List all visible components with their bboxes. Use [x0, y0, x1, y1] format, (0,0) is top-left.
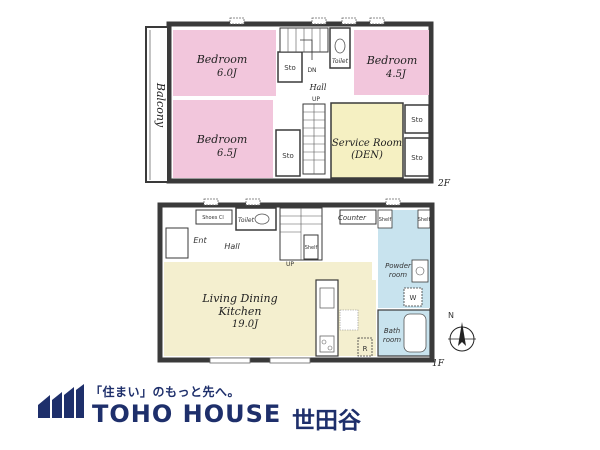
bedroom-size: 6.0J: [217, 68, 238, 79]
floor-label-2f: 2F: [437, 179, 451, 189]
svg-text:DN: DN: [307, 67, 316, 74]
svg-text:Bath: Bath: [384, 327, 400, 335]
logo-tagline: 「住まい」のもっと先へ。: [90, 385, 241, 399]
svg-text:N: N: [448, 311, 454, 320]
bedroom-6-5: [173, 100, 273, 178]
svg-text:19.0J: 19.0J: [232, 319, 259, 330]
svg-text:UP: UP: [312, 96, 320, 103]
toho-house-logo-icon: [38, 384, 84, 418]
svg-text:Bedroom: Bedroom: [366, 54, 418, 67]
bedroom-4-5: [354, 30, 429, 95]
floor-1f: Living Dining Kitchen 19.0J R Ent Hall S…: [157, 198, 445, 369]
toilet-1f: [235, 207, 277, 231]
svg-text:Living Dining: Living Dining: [201, 292, 277, 305]
svg-text:room: room: [389, 271, 407, 279]
svg-text:Shelf: Shelf: [379, 217, 392, 223]
logo-brand-jp: 世田谷: [292, 408, 361, 434]
service-room: [330, 102, 404, 179]
logo-brand: TOHO HOUSE: [92, 400, 282, 428]
bedroom-6-0: [173, 30, 276, 96]
bedroom-label: Bedroom: [196, 53, 248, 66]
svg-text:Service Room: Service Room: [332, 138, 402, 149]
svg-text:UP: UP: [286, 261, 294, 268]
hall-label: Hall: [309, 83, 327, 92]
balcony-label: Balcony: [154, 82, 167, 128]
washer: [403, 287, 423, 307]
counter-label: Counter: [338, 214, 367, 222]
toilet-2f: [329, 27, 351, 69]
svg-text:Sto: Sto: [411, 154, 422, 162]
living-dining-kitchen: [164, 262, 376, 356]
floor-2f: Balcony Bedroom 6.0J Sto DN UP: [145, 17, 451, 189]
svg-text:R: R: [363, 345, 368, 353]
kitchen-counter: [315, 279, 339, 357]
hall-1f-label: Hall: [224, 242, 240, 251]
svg-text:Sto: Sto: [411, 116, 422, 124]
svg-text:Shelf: Shelf: [418, 217, 431, 223]
storage-label: Sto: [284, 64, 295, 72]
svg-text:room: room: [383, 336, 401, 344]
shoes-closet-label: Shoes Cl: [202, 215, 224, 221]
svg-text:Kitchen: Kitchen: [218, 305, 262, 318]
svg-text:Sto: Sto: [282, 152, 293, 160]
balcony: [145, 26, 169, 183]
svg-text:Powder: Powder: [385, 262, 412, 270]
svg-text:Toilet: Toilet: [238, 217, 255, 224]
staircase-2f: DN UP: [279, 27, 329, 175]
svg-text:4.5J: 4.5J: [385, 69, 407, 80]
svg-text:6.5J: 6.5J: [217, 148, 238, 159]
entrance-label: Ent: [193, 236, 207, 245]
svg-text:Bedroom: Bedroom: [196, 133, 248, 146]
svg-text:Shelf: Shelf: [305, 245, 318, 251]
svg-text:Toilet: Toilet: [332, 58, 349, 65]
north-compass-icon: N: [448, 311, 476, 352]
svg-text:W: W: [410, 294, 417, 302]
fridge: [357, 337, 373, 357]
svg-text:(DEN): (DEN): [351, 150, 383, 161]
floor-label-1f: 1F: [432, 359, 445, 369]
